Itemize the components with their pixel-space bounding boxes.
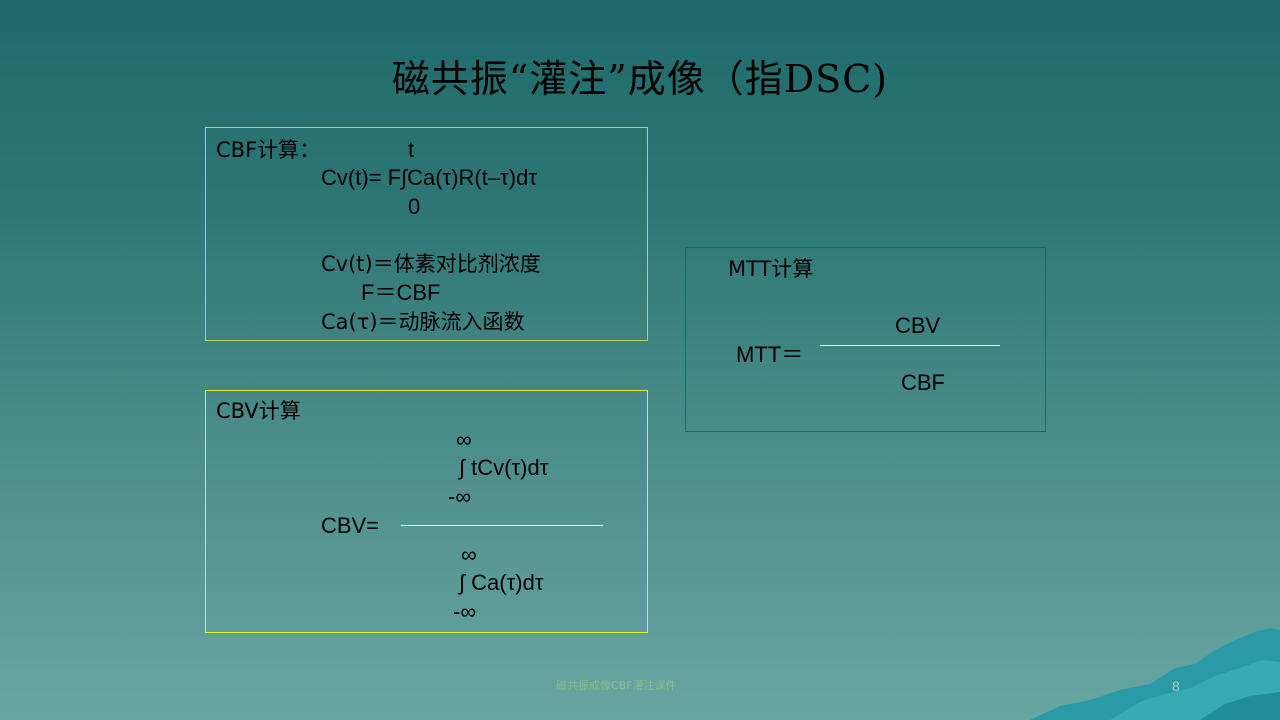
cbf-heading: CBF计算： — [216, 138, 321, 162]
cbf-integral-upper-limit: t — [408, 137, 415, 162]
slide-footer: 磁共振成像CBF灌注课件 — [556, 679, 677, 692]
cbv-denominator-lower-limit: -∞ — [453, 599, 477, 624]
page-number: 8 — [1172, 678, 1180, 694]
cbv-denominator-integral: ∫ Ca(τ)dτ — [459, 570, 544, 595]
cbv-numerator-integral: ∫ tCv(τ)dτ — [459, 455, 549, 480]
cbv-fraction-bar — [401, 525, 603, 526]
cbf-integral-lower-limit: 0 — [408, 194, 421, 219]
cbv-numerator-lower-limit: -∞ — [448, 484, 472, 509]
cbv-numerator-upper-limit: ∞ — [456, 427, 472, 452]
mtt-numerator: CBV — [895, 313, 941, 338]
cbv-formula-box: CBV计算 ∞ ∫ tCv(τ)dτ -∞ CBV= ∞ ∫ Ca(τ)dτ -… — [205, 390, 648, 633]
cbf-convolution-formula: Cv(t)= F∫Ca(τ)R(t–τ)dτ — [321, 165, 538, 190]
cbv-denominator-upper-limit: ∞ — [461, 542, 477, 567]
mtt-fraction-bar — [820, 345, 1000, 346]
cbv-lhs: CBV= — [321, 513, 380, 538]
cbv-heading: CBV计算 — [216, 399, 301, 423]
mtt-heading: MTT计算 — [728, 257, 814, 281]
mtt-lhs: MTT＝ — [736, 342, 804, 367]
cbf-formula-box: CBF计算： t Cv(t)= F∫Ca(τ)R(t–τ)dτ 0 Cv(t)＝… — [205, 127, 648, 341]
slide-title: 磁共振“灌注”成像（指DSC) — [391, 57, 889, 101]
cbf-definition-cv: Cv(t)＝体素对比剂浓度 — [321, 252, 541, 276]
cbf-definition-f: F＝CBF — [361, 280, 441, 305]
cbf-definition-ca: Ca(τ)＝动脉流入函数 — [321, 310, 525, 334]
mtt-formula-box: MTT计算 CBV MTT＝ CBF — [685, 247, 1046, 432]
mtt-denominator: CBF — [901, 370, 945, 395]
